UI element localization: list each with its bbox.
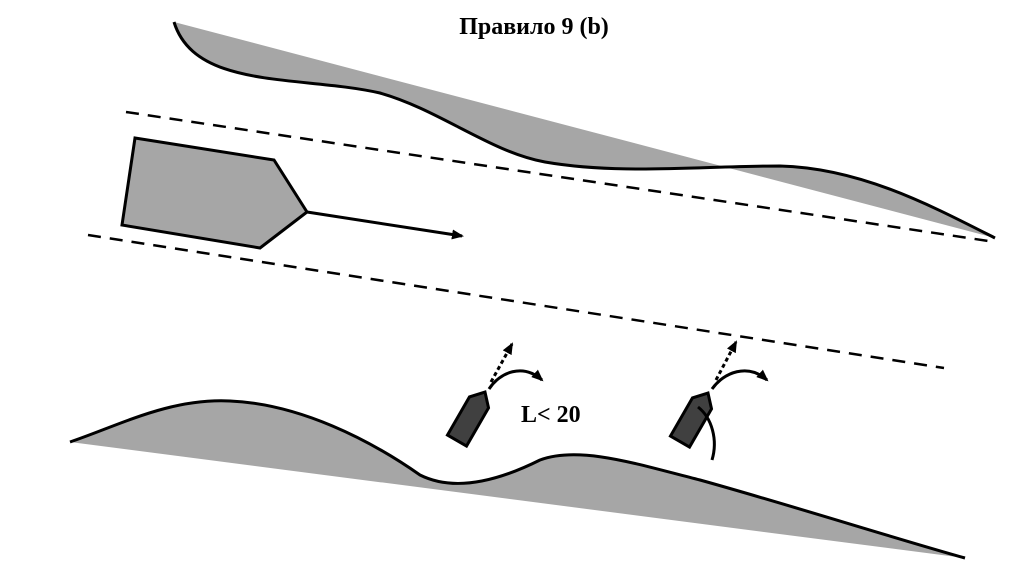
small-vessel-1 [445, 342, 544, 449]
channel-lower-boundary [87, 233, 945, 370]
lower-shore [69, 399, 966, 560]
lower-shore-line [69, 399, 966, 560]
diagram-title: Правило 9 (b) [459, 14, 609, 40]
small-vessel-2 [668, 340, 769, 461]
vessel-length-label: L< 20 [521, 402, 581, 428]
large-vessel [120, 136, 464, 250]
small-vessel-2-wake [697, 405, 716, 461]
small-vessel-2-heading-arrow [714, 340, 738, 381]
small-vessel-2-hull [668, 391, 714, 450]
large-vessel-hull [120, 136, 310, 250]
small-vessel-1-turn-arrow [487, 369, 544, 390]
lower-shore-land [70, 400, 965, 558]
large-vessel-course-arrow [306, 210, 464, 240]
small-vessel-1-heading-arrow [489, 342, 514, 383]
small-vessel-2-turn-arrow [710, 369, 769, 390]
small-vessel-1-hull [445, 390, 491, 449]
upper-shore [172, 21, 996, 240]
upper-shore-line [172, 21, 996, 240]
channel-upper-boundary [125, 110, 996, 244]
upper-shore-land [174, 22, 995, 238]
